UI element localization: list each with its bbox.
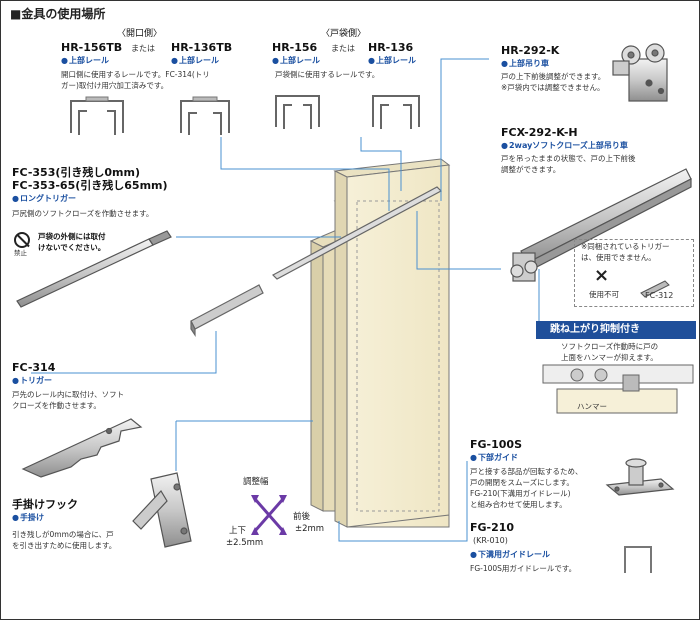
fg210-code: FG-210	[470, 521, 515, 534]
note-unusable: 使用不可	[589, 290, 619, 299]
rail-pocket-desc: 戸袋側に使用するレールです。	[275, 70, 380, 79]
hook-sub: 手掛け	[12, 513, 44, 522]
note-fc312: FC-312	[645, 291, 674, 300]
fcx-sub: 2wayソフトクローズ上部吊り車	[501, 141, 628, 150]
header-pocket-side: 〈戸袋側〉	[321, 29, 367, 39]
adjust-updown-value: ±2.5mm	[226, 538, 264, 548]
adjust-updown-label: 上下	[229, 526, 247, 536]
adjust-arrows	[251, 495, 287, 535]
leader-lines	[31, 58, 540, 542]
rail-section-hr136tb	[180, 96, 230, 135]
fc314-desc-2: クローズを作動させます。	[12, 401, 101, 410]
rail-section-hr136	[372, 95, 420, 129]
rail-code-hr136tb: HR-136TB	[171, 41, 233, 54]
prohibit-icon	[14, 232, 30, 248]
fcx-code: FCX-292-K-H	[501, 126, 578, 139]
rail-open-desc-2: ガー)取付け用穴加工済みです。	[61, 81, 169, 90]
note-line-1: ※同梱されているトリガー	[581, 242, 670, 251]
fcx-desc-2: 調整ができます。	[501, 165, 561, 174]
trigger-note-box	[574, 239, 694, 307]
fcx-hanger	[510, 168, 692, 282]
fc353-sub: ロングトリガー	[12, 194, 76, 203]
fcx-desc-1: 戸を吊ったままの状態で、戸の上下前後	[501, 154, 636, 163]
prohibit-label: 禁止	[14, 249, 27, 257]
adjust-frontback-value: ±2mm	[295, 524, 325, 534]
antijump-band: 跳ね上がり抑制付き	[536, 321, 696, 339]
fg210-code-alt: (KR-010)	[473, 536, 508, 545]
unusable-mark: ×	[594, 265, 610, 286]
fg100s-guide	[605, 458, 675, 496]
rail-section-hr156tb	[70, 96, 124, 135]
fc314-code: FC-314	[12, 361, 56, 374]
fg100s-desc-3: FG-210(下溝用ガイドレール)	[470, 489, 571, 498]
hand-hook	[132, 472, 192, 548]
note-line-2: は、使用できません。	[581, 253, 656, 262]
fc353-warn-2: けないでください。	[38, 243, 106, 252]
antijump-desc-2: 上面をハンマーが抑えます。	[561, 353, 658, 362]
fg210-rail	[624, 546, 652, 573]
antijump-hammer: ハンマー	[577, 402, 607, 411]
rail-sub-hr156: 上部レール	[272, 56, 320, 65]
rail-sub-hr136: 上部レール	[368, 56, 416, 65]
rail-open-desc-1: 開口側に使用するレールです。FC-314(トリ	[61, 70, 210, 79]
fc314-desc-1: 戸先のレール内に取付け、ソフト	[12, 390, 125, 399]
rail-or-pocket: または	[331, 44, 355, 53]
fc353-code-1: FC-353(引き残し0mm)	[12, 166, 140, 179]
rail-code-hr156tb: HR-156TB	[61, 41, 123, 54]
fc314-trigger	[21, 418, 143, 478]
adjust-range-label: 調整幅	[243, 477, 269, 487]
antijump-desc-1: ソフトクローズ作動時に戸の	[561, 342, 659, 351]
rail-code-hr136: HR-136	[368, 41, 414, 54]
rail-code-hr156: HR-156	[272, 41, 318, 54]
rail-sub-hr156tb: 上部レール	[61, 56, 109, 65]
fg100s-code: FG-100S	[470, 438, 522, 451]
fc353-warn-1: 戸袋の外側には取付	[38, 232, 106, 241]
fg210-desc: FG-100S用ガイドレールです。	[470, 564, 577, 573]
hr292k-sub: 上部吊り車	[501, 59, 549, 68]
header-open-side: 〈開口側〉	[117, 29, 163, 39]
rail-section-hr156	[275, 95, 320, 129]
rail-sub-hr136tb: 上部レール	[171, 56, 219, 65]
fg100s-desc-4: と組み合わせて使用します。	[470, 500, 567, 509]
hook-desc-2: を引き出すために使用します。	[12, 541, 117, 550]
hook-desc-1: 引き残しが0mmの場合に、戸	[12, 530, 114, 539]
hr292k-desc-1: 戸の上下前後調整ができます。	[501, 72, 606, 81]
fc353-desc: 戸尻側のソフトクローズを作動させます。	[12, 209, 154, 218]
page-title: ■金具の使用場所	[10, 7, 106, 21]
hr292k-desc-2: ※戸袋内では調整できません。	[501, 83, 605, 92]
antijump-diagram	[542, 364, 694, 414]
fg100s-desc-2: 戸の開閉をスムーズにします。	[470, 478, 574, 487]
fc353-trigger	[16, 230, 172, 308]
hook-code: 手掛けフック	[12, 498, 78, 511]
hr292k-hanger	[612, 43, 668, 102]
fc314-sub: トリガー	[12, 376, 52, 385]
fg210-sub: 下溝用ガイドレール	[470, 550, 550, 559]
fg100s-sub: 下部ガイド	[470, 453, 518, 462]
door-panels	[309, 158, 451, 528]
hr292k-code: HR-292-K	[501, 44, 560, 57]
perspective-rails	[190, 186, 442, 337]
fc312-part	[640, 280, 670, 298]
rail-or-open: または	[131, 44, 155, 53]
fg100s-desc-1: 戸と接する部品が回転するため、	[470, 467, 583, 476]
adjust-frontback-label: 前後	[293, 512, 311, 522]
fc353-code-2: FC-353-65(引き残し65mm)	[12, 179, 168, 192]
